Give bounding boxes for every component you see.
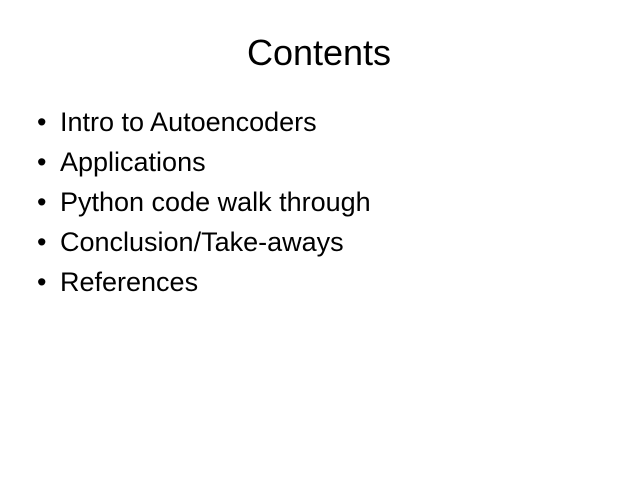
list-item-label: Applications	[60, 147, 206, 177]
bullet-icon: •	[37, 147, 47, 177]
bullet-icon: •	[37, 107, 47, 137]
list-item: • Conclusion/Take-aways	[0, 222, 600, 262]
contents-list: • Intro to Autoencoders • Applications • Pyth…	[0, 102, 600, 302]
list-item-label: References	[60, 267, 199, 297]
list-item-label: Conclusion/Take-aways	[60, 227, 344, 257]
list-item-label: Intro to Autoencoders	[60, 107, 317, 137]
list-item: • Python code walk through	[0, 182, 600, 222]
list-item-label: Python code walk through	[60, 187, 371, 217]
list-item: • Applications	[0, 142, 600, 182]
list-item: • References	[0, 262, 600, 302]
bullet-icon: •	[37, 187, 47, 217]
bullet-icon: •	[37, 227, 47, 257]
page-title: Contents	[246, 32, 392, 73]
bullet-icon: •	[37, 267, 47, 297]
list-item: • Intro to Autoencoders	[0, 102, 600, 142]
